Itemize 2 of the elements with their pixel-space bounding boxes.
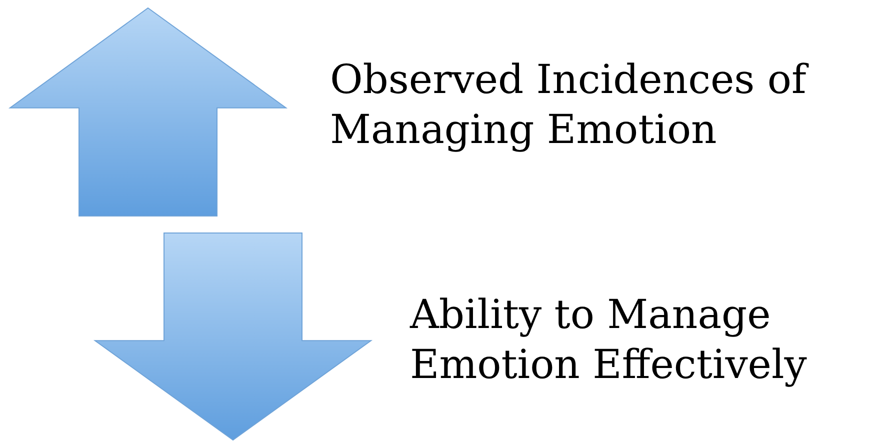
caption-text: Ability to Manage Emotion Effectively <box>410 291 808 390</box>
caption-text: Observed Incidences of Managing Emotion <box>330 55 850 155</box>
